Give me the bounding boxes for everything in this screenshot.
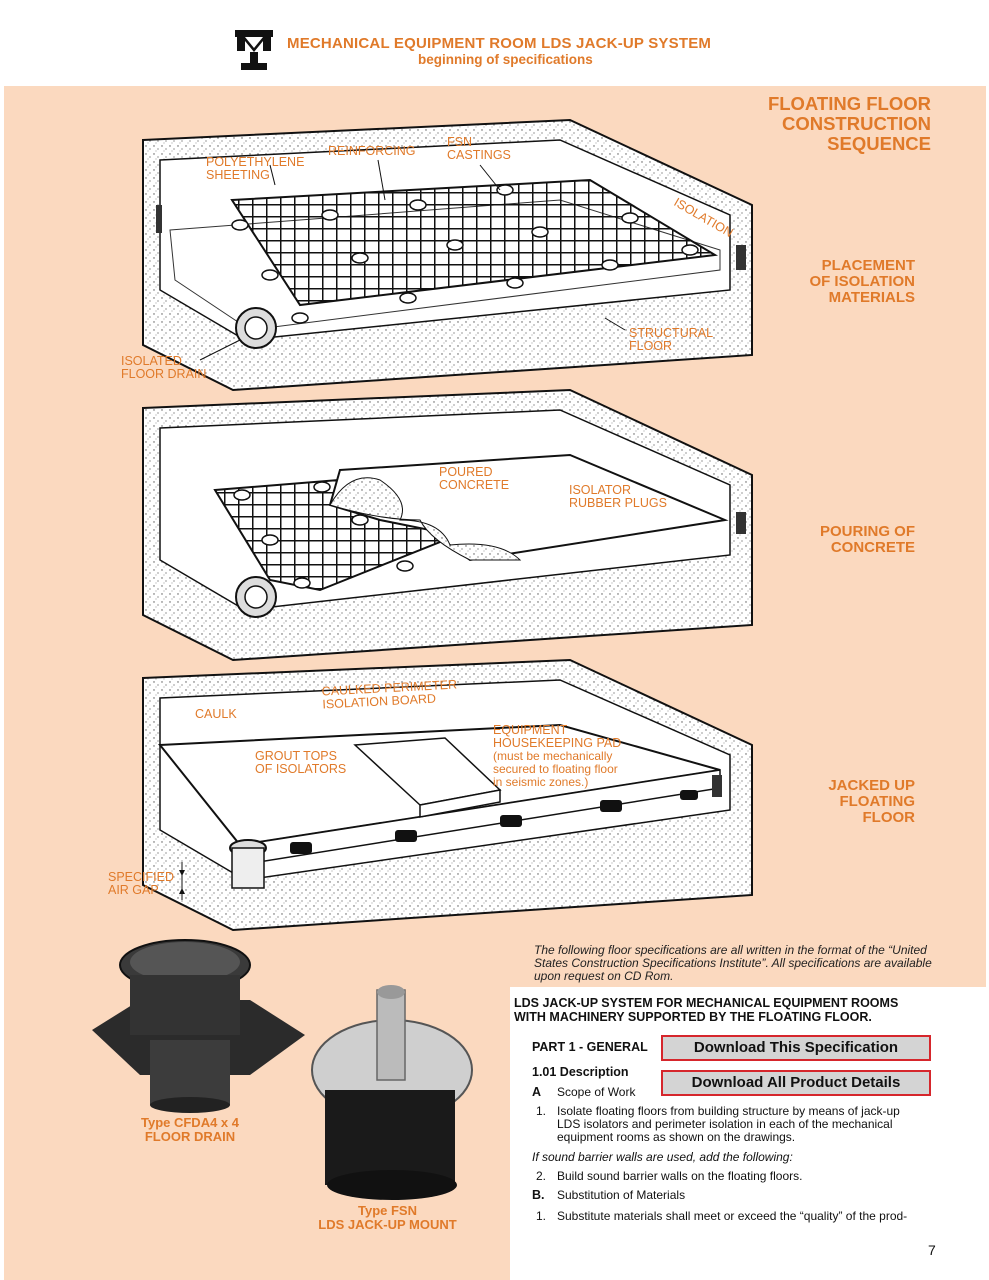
item3-text: Substitute materials shall meet or excee… xyxy=(557,1209,908,1223)
sequence-title: FLOATING FLOOR CONSTRUCTION SEQUENCE xyxy=(768,94,931,154)
page-header: MECHANICAL EQUIPMENT ROOM LDS JACK-UP SY… xyxy=(0,0,989,86)
if-note: If sound barrier walls are used, add the… xyxy=(532,1150,793,1164)
item1-text: Isolate floating floors from building st… xyxy=(557,1104,900,1144)
item2-num: 2. xyxy=(536,1169,547,1183)
item-b-letter: B. xyxy=(532,1188,545,1202)
sequence-title-line: SEQUENCE xyxy=(827,133,931,154)
part-heading: PART 1 - GENERAL xyxy=(532,1040,648,1054)
header-title: MECHANICAL EQUIPMENT ROOM LDS JACK-UP SY… xyxy=(287,35,712,52)
step3-illustration xyxy=(142,658,753,932)
item1-num: 1. xyxy=(536,1104,547,1118)
mi-logo xyxy=(235,30,273,70)
item-b-text: Substitution of Materials xyxy=(557,1188,686,1202)
header-subtitle: beginning of specifications xyxy=(418,52,593,67)
item-a-letter: A xyxy=(532,1085,542,1099)
step2-illustration xyxy=(142,388,753,662)
description-heading: 1.01 Description xyxy=(532,1065,629,1079)
item2-text: Build sound barrier walls on the floatin… xyxy=(557,1169,803,1183)
spec-intro-note: The following floor specifications are a… xyxy=(534,943,932,983)
download-all-button[interactable]: Download All Product Details xyxy=(661,1070,931,1096)
sequence-title-line: CONSTRUCTION xyxy=(781,113,931,134)
label-reinforcing: REINFORCING xyxy=(328,144,416,158)
sequence-title-line: FLOATING FLOOR xyxy=(767,93,931,114)
floor-drain-photo xyxy=(92,939,305,1113)
item3-num: 1. xyxy=(536,1209,547,1223)
step1-illustration xyxy=(142,118,753,392)
page-number: 7 xyxy=(928,1242,936,1258)
download-spec-button[interactable]: Download This Specification xyxy=(661,1035,931,1061)
spec-title: LDS JACK-UP SYSTEM FOR MECHANICAL EQUIPM… xyxy=(514,996,899,1024)
item-a-text: Scope of Work xyxy=(557,1085,636,1099)
label-caulk: CAULK xyxy=(195,707,237,721)
fsn-mount-photo xyxy=(311,985,473,1200)
